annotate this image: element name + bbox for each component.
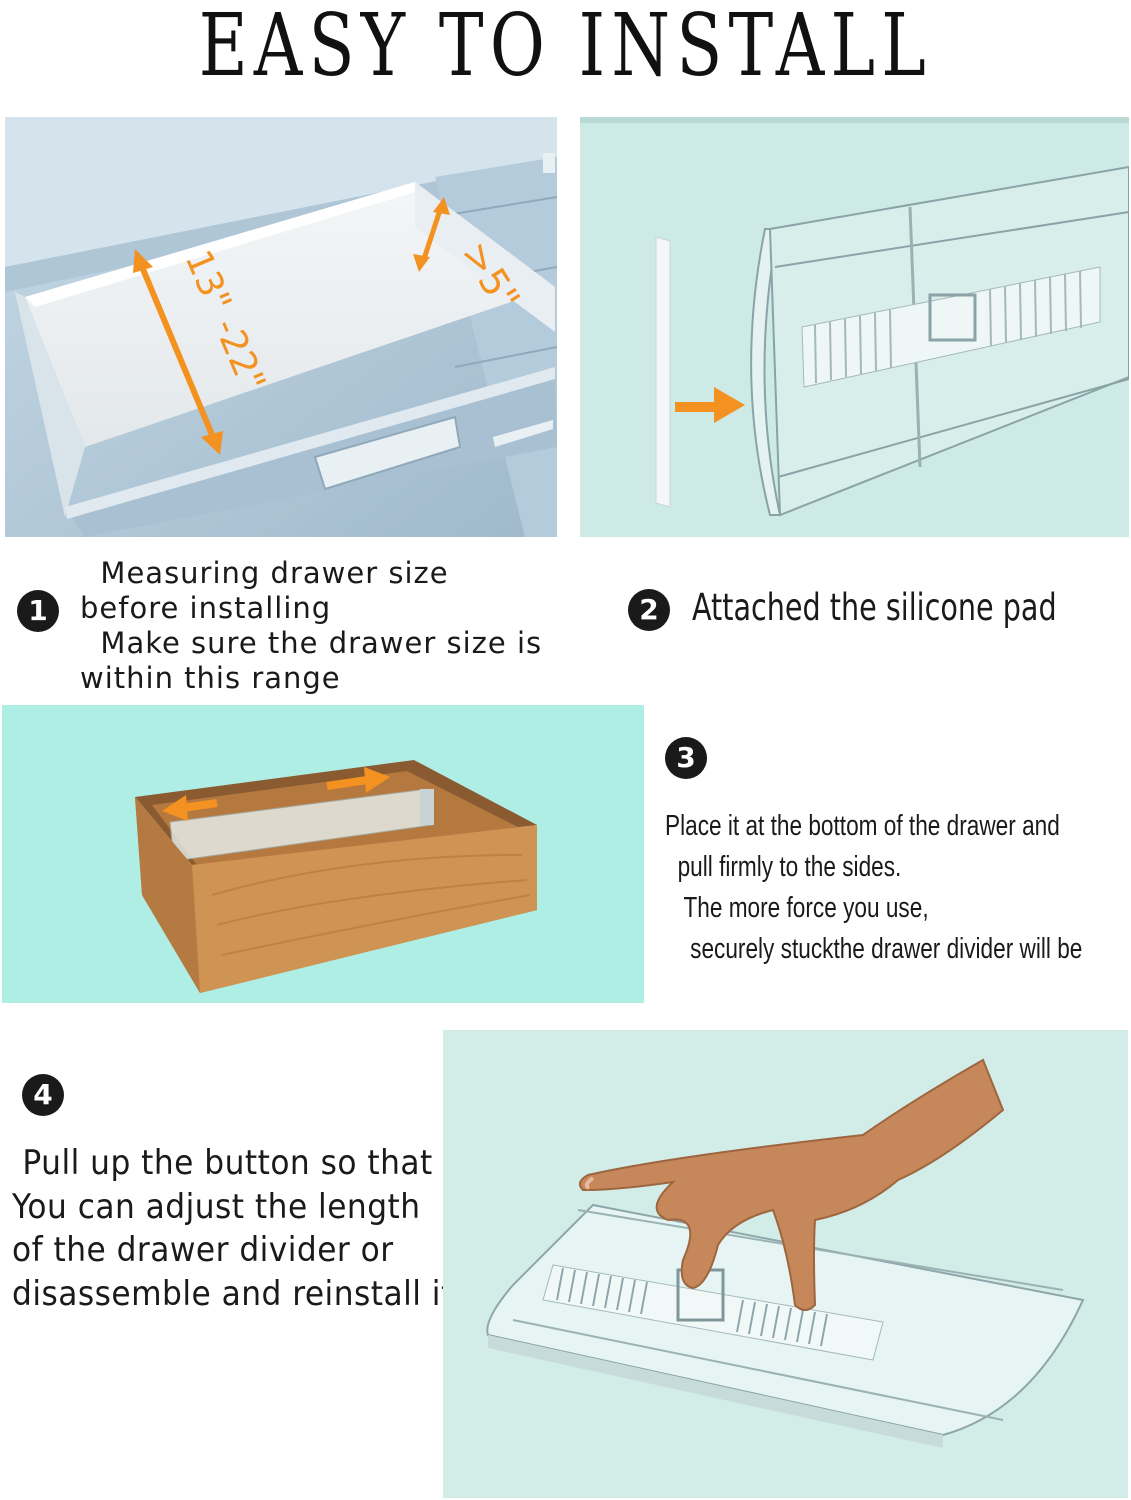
step-3-line-4: securely stuckthe drawer divider will be <box>665 933 1083 965</box>
silicone-pad-image <box>580 117 1129 537</box>
drawer-measure-image: 13" -22" >5" <box>5 117 557 537</box>
step-1-line-4: within this range <box>80 661 341 695</box>
step-3-line-3: The more force you use, <box>665 892 929 924</box>
hand-adjust-image <box>443 1030 1128 1498</box>
page-title: EASY TO INSTALL <box>198 0 933 96</box>
step-1-text: Measuring drawer size before installing … <box>80 556 542 696</box>
step-3-number-badge: 3 <box>665 737 707 779</box>
step-4-line-1: Pull up the button so that <box>12 1143 433 1183</box>
step-1-line-2: before installing <box>80 591 332 625</box>
step-4-line-4: disassemble and reinstall it <box>12 1273 454 1314</box>
step-1-line-1: Measuring drawer size <box>80 556 449 590</box>
step-4-line-3: of the drawer divider or <box>12 1230 394 1270</box>
step-2-text: Attached the silicone pad <box>692 586 1057 630</box>
step-4-text: Pull up the button so that You can adjus… <box>12 1142 454 1316</box>
step-3-line-1: Place it at the bottom of the drawer and <box>665 810 1060 842</box>
wooden-drawer-image <box>2 705 644 1003</box>
step-1-line-3: Make sure the drawer size is <box>80 626 543 660</box>
step-3-line-2: pull firmly to the sides. <box>665 851 902 883</box>
step-2-number-badge: 2 <box>628 589 670 631</box>
step-3-text: Place it at the bottom of the drawer and… <box>665 806 1082 970</box>
step-2-line-1: Attached the silicone pad <box>692 586 1057 629</box>
step-4-line-2: You can adjust the length <box>12 1186 421 1227</box>
step-1-number-badge: 1 <box>17 590 59 632</box>
step-4-number-badge: 4 <box>22 1074 64 1116</box>
